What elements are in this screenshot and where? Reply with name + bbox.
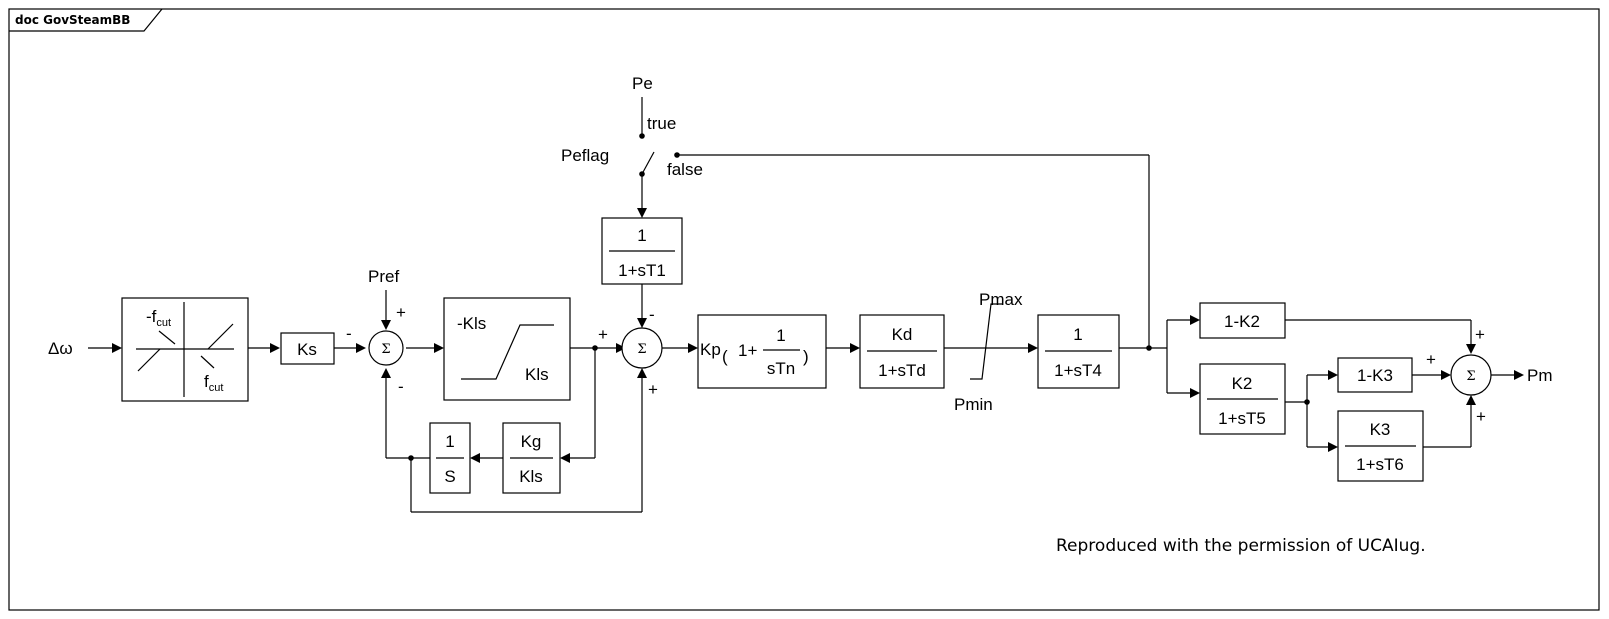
svg-text:1+sTd: 1+sTd [878, 361, 926, 380]
switch-true-label: true [647, 114, 676, 133]
permission-credit: Reproduced with the permission of UCAIug… [1056, 536, 1426, 556]
frame-title-tab [9, 8, 163, 32]
deadband-block: -fcut fcut [121, 297, 249, 402]
sum2-left-sign: + [598, 325, 608, 344]
svg-text:1-K2: 1-K2 [1224, 312, 1260, 331]
deadband-pos-label: fcut [204, 372, 223, 394]
svg-text:1: 1 [637, 226, 646, 245]
sum3-top-sign: + [1475, 325, 1485, 344]
svg-text:Kls: Kls [519, 467, 543, 486]
one-minus-k3-block: 1-K3 [1337, 357, 1413, 393]
svg-text:Σ: Σ [381, 342, 390, 357]
svg-text:1+sT1: 1+sT1 [618, 261, 666, 280]
t5-lag-block: K2 1+sT5 [1199, 363, 1286, 435]
sum1-top-sign: + [396, 303, 406, 322]
t6-lag-block: K3 1+sT6 [1337, 410, 1424, 482]
sum3-bottom-sign: + [1476, 407, 1486, 426]
t4-lag-block: 1 1+sT4 [1037, 314, 1120, 389]
svg-text:): ) [803, 347, 809, 366]
sum1-left-sign: - [346, 324, 352, 343]
svg-text:1-K3: 1-K3 [1357, 366, 1393, 385]
summing-junction-1: Σ [368, 330, 404, 366]
svg-text:Kls: Kls [525, 365, 549, 384]
svg-text:Kd: Kd [892, 325, 913, 344]
integrator-block: 1 S [429, 422, 471, 494]
sum3-left-sign: + [1426, 350, 1436, 369]
svg-text:1: 1 [1073, 325, 1082, 344]
svg-text:S: S [444, 467, 455, 486]
svg-text:Kg: Kg [521, 432, 542, 451]
svg-text:1: 1 [776, 326, 785, 345]
frame-title: doc GovSteamBB [15, 13, 130, 27]
kls-limiter-block: -Kls Kls [443, 297, 571, 401]
input-delta-omega-label: Δω [48, 339, 73, 358]
td-lag-block: Kd 1+sTd [859, 314, 945, 389]
svg-text:1+sT6: 1+sT6 [1356, 455, 1404, 474]
sum2-bottom-sign: + [648, 380, 658, 399]
peflag-label: Peflag [561, 146, 609, 165]
svg-text:1: 1 [445, 432, 454, 451]
svg-text:1+sT5: 1+sT5 [1218, 409, 1266, 428]
svg-text:sTn: sTn [767, 359, 795, 378]
switch-false-label: false [667, 160, 703, 179]
kg-over-kls-block: Kg Kls [502, 422, 561, 494]
t1-lag-block: 1 1+sT1 [601, 217, 683, 285]
pmax-pmin-limit-symbol [970, 303, 1003, 380]
svg-text:Σ: Σ [1466, 369, 1475, 384]
pref-label: Pref [368, 267, 399, 286]
signal-wires [88, 97, 1524, 513]
svg-text:K3: K3 [1370, 420, 1391, 439]
deadband-neg-label: -fcut [146, 307, 171, 329]
kp-pi-block: Kp ( 1+ 1 sTn ) [697, 314, 827, 389]
output-pm-label: Pm [1527, 366, 1553, 385]
pe-label: Pe [632, 74, 653, 93]
diagram-frame [8, 8, 1600, 611]
pmin-label: Pmin [954, 395, 993, 414]
svg-text:(: ( [722, 347, 728, 366]
svg-text:-Kls: -Kls [457, 314, 486, 333]
summing-junction-2: Σ [621, 327, 663, 369]
svg-text:1+: 1+ [738, 341, 757, 360]
sum2-top-sign: - [649, 305, 655, 324]
summing-junction-3: Σ [1450, 354, 1492, 396]
svg-text:K2: K2 [1232, 374, 1253, 393]
svg-text:Σ: Σ [637, 342, 646, 357]
one-minus-k2-block: 1-K2 [1199, 302, 1286, 339]
svg-text:Ks: Ks [297, 340, 317, 359]
sum1-bottom-sign: - [398, 377, 404, 396]
svg-text:1+sT4: 1+sT4 [1054, 361, 1102, 380]
pmax-label: Pmax [979, 290, 1023, 309]
ks-gain-block: Ks [280, 332, 335, 365]
svg-text:Kp: Kp [700, 340, 721, 359]
